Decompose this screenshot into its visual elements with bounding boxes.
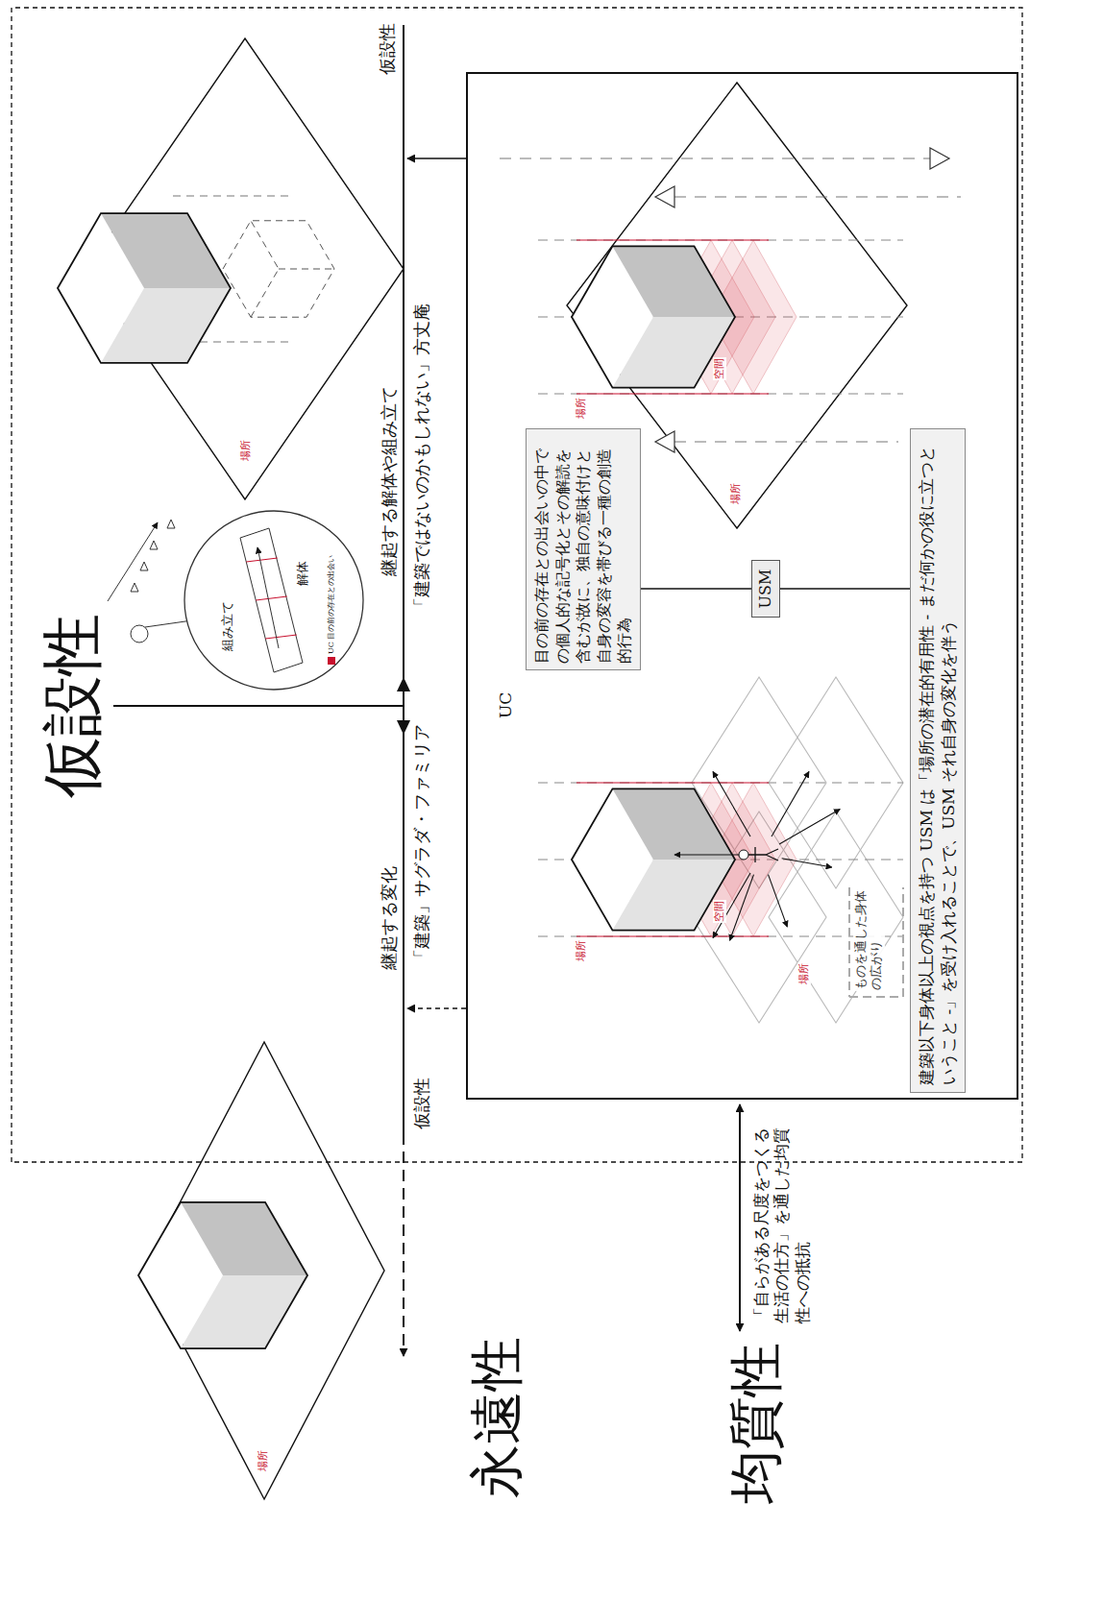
band-divider xyxy=(245,558,278,563)
cube-right-face xyxy=(612,788,736,860)
node-text: 解体 xyxy=(294,561,312,587)
hollow-arrowhead xyxy=(930,147,950,170)
flight-triangle xyxy=(130,583,139,592)
cube-outline xyxy=(57,213,231,364)
hollow-arrowhead xyxy=(655,186,675,208)
axis-dashed-arrow xyxy=(402,1133,405,1357)
band-divider xyxy=(255,596,288,601)
text-box: 建築以下身体以上の視点を持つ USM は「場所の潜在的有用性 - まだ何かの役に… xyxy=(909,428,966,1094)
ghost-cube-edge xyxy=(250,220,335,318)
guide-line xyxy=(538,393,904,395)
place-tag: 場所 xyxy=(256,1449,270,1473)
legend-text: UC 目の前の存在との出会い xyxy=(326,555,336,655)
human-figure xyxy=(738,847,779,863)
space-tag: 空間 xyxy=(712,357,727,381)
axis-line xyxy=(402,24,405,1134)
axis-end-label: 仮設性 xyxy=(411,1078,434,1130)
guide-line xyxy=(576,783,769,785)
radiating-arrow xyxy=(730,875,755,942)
process-box: USM xyxy=(751,560,781,618)
guide-line xyxy=(674,196,961,198)
ghost-cube xyxy=(222,220,335,318)
inset-leader xyxy=(145,620,193,628)
node-text: UC xyxy=(494,692,517,719)
cube-left-face xyxy=(180,1275,308,1349)
radiating-arrow xyxy=(674,854,740,856)
legend-row: UC 目の前の存在との出会い xyxy=(326,555,337,665)
cube-left-face xyxy=(100,288,231,364)
radiating-arrow xyxy=(771,771,809,837)
legend-swatch xyxy=(327,657,336,665)
flight-line xyxy=(107,522,158,602)
node-text: 目の前の存在との出会いの中での個人的な記号化とその解読を含むが故に、独自の意味付… xyxy=(531,435,636,664)
place-tag: 場所 xyxy=(239,439,253,463)
axis-label: 「建築」サグラダ・ファミリア xyxy=(411,724,434,967)
ground-diamond xyxy=(768,811,904,1024)
cube-outline xyxy=(571,245,736,388)
axis-arrowhead xyxy=(396,720,411,736)
arrow-note: 「自らがある尺度をつくる生活の仕方」を通した均質性への抵抗 xyxy=(751,1127,813,1324)
radiating-arrow xyxy=(768,875,788,929)
flight-triangle xyxy=(167,519,175,529)
radiating-arrow xyxy=(712,873,751,939)
inset-circle-shape xyxy=(182,509,366,692)
axis-arrowhead xyxy=(396,677,411,692)
hollow-arrowhead xyxy=(655,431,675,453)
diagram-title: 仮設性 xyxy=(38,613,106,799)
flight-triangle xyxy=(149,540,158,550)
guide-line xyxy=(576,240,769,242)
cube-right-face xyxy=(612,245,736,318)
box-to-axis-arrow xyxy=(407,157,466,160)
guide-line xyxy=(674,441,899,443)
pole-label: 永遠性 xyxy=(468,1337,526,1499)
box-to-axis-dashed-arrow xyxy=(407,1007,466,1010)
geometry xyxy=(57,38,961,1500)
bracket xyxy=(849,887,904,998)
axis-label: 「建築ではないのかもしれない」方丈庵 xyxy=(411,303,434,615)
connector xyxy=(780,588,910,590)
cube-right-face xyxy=(100,213,231,289)
title-stem xyxy=(113,705,404,708)
cube-left-face xyxy=(612,317,736,389)
pole-label: 均質性 xyxy=(728,1343,785,1505)
cube-outline xyxy=(138,1202,308,1349)
inset-pointer xyxy=(130,625,148,643)
axis-label: 継起する解体や組み立て xyxy=(378,386,401,577)
inset-circle: 組み立て 解体 UC 目の前の存在との出会い xyxy=(182,509,366,692)
radiating-arrow xyxy=(712,771,751,837)
frame-box: 目の前の存在との出会いの中での個人的な記号化とその解読を含むが故に、独自の意味付… xyxy=(465,72,1019,1101)
place-tag: 場所 xyxy=(574,939,589,963)
place-tag: 場所 xyxy=(729,482,743,506)
guide-line xyxy=(538,783,904,785)
node-text: 組み立て xyxy=(219,601,237,652)
flight-triangle xyxy=(140,562,148,571)
place-tag: 場所 xyxy=(797,962,811,986)
guide-line xyxy=(576,393,769,395)
guide-line xyxy=(172,196,289,197)
place-tag: 場所 xyxy=(574,396,589,420)
node-text: 建築以下身体以上の視点を持つ USM は「場所の潜在的有用性 - まだ何かの役に… xyxy=(915,436,960,1086)
cube-left-face xyxy=(612,859,736,932)
axis-end-label: 仮設性 xyxy=(376,23,399,75)
connector xyxy=(640,588,752,590)
double-arrow xyxy=(738,1104,741,1332)
radiating-arrow xyxy=(779,809,840,846)
guide-line xyxy=(499,158,931,160)
axis-label: 継起する変化 xyxy=(378,866,401,971)
cube-right-face xyxy=(180,1202,308,1276)
band xyxy=(240,528,303,673)
guide-line xyxy=(576,936,769,938)
band-divider xyxy=(265,635,297,639)
outer-dashed-frame xyxy=(11,7,1023,1163)
cube-outline xyxy=(571,788,736,931)
space-tag: 空間 xyxy=(712,900,727,924)
node-text: USM xyxy=(755,564,777,613)
ground-diamond xyxy=(86,38,404,500)
band-arrow xyxy=(257,547,279,649)
figure-note: ものを通した身体の広がり xyxy=(853,889,885,992)
text-box: 目の前の存在との出会いの中での個人的な記号化とその解読を含むが故に、独自の意味付… xyxy=(525,428,641,671)
radiating-arrow xyxy=(782,858,833,868)
guide-line xyxy=(538,240,904,242)
